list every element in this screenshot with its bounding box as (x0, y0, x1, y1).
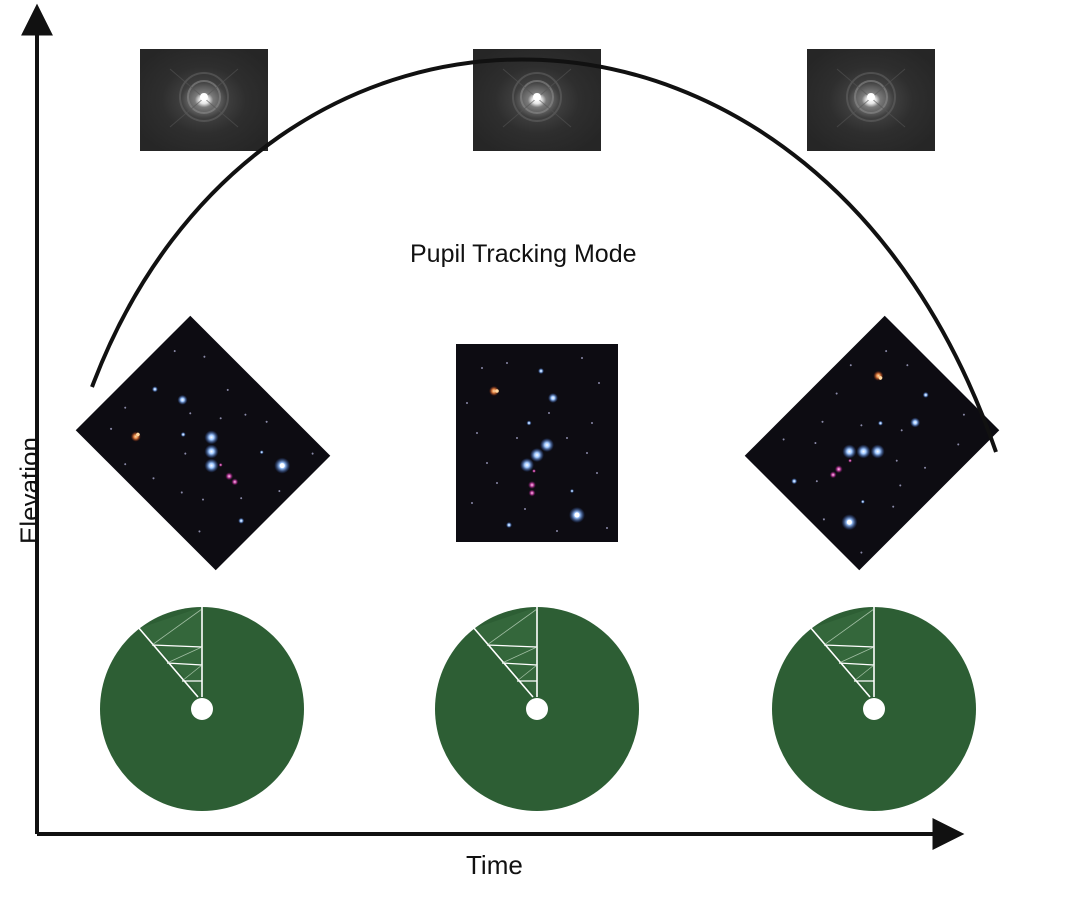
pupil-image-1 (99, 604, 305, 812)
y-axis-label: Elevation (14, 437, 45, 544)
mode-title: Pupil Tracking Mode (410, 240, 637, 268)
star-field-image-3 (744, 315, 1000, 571)
x-axis-label: Time (466, 850, 523, 880)
elevation-curve (90, 57, 998, 453)
star-field-image-2 (456, 344, 618, 542)
pupil-image-3 (771, 604, 977, 812)
star-field-image-1 (75, 315, 331, 571)
pupil-image-2 (434, 604, 640, 812)
psf-image-3 (806, 48, 936, 152)
psf-image-1 (139, 48, 269, 152)
